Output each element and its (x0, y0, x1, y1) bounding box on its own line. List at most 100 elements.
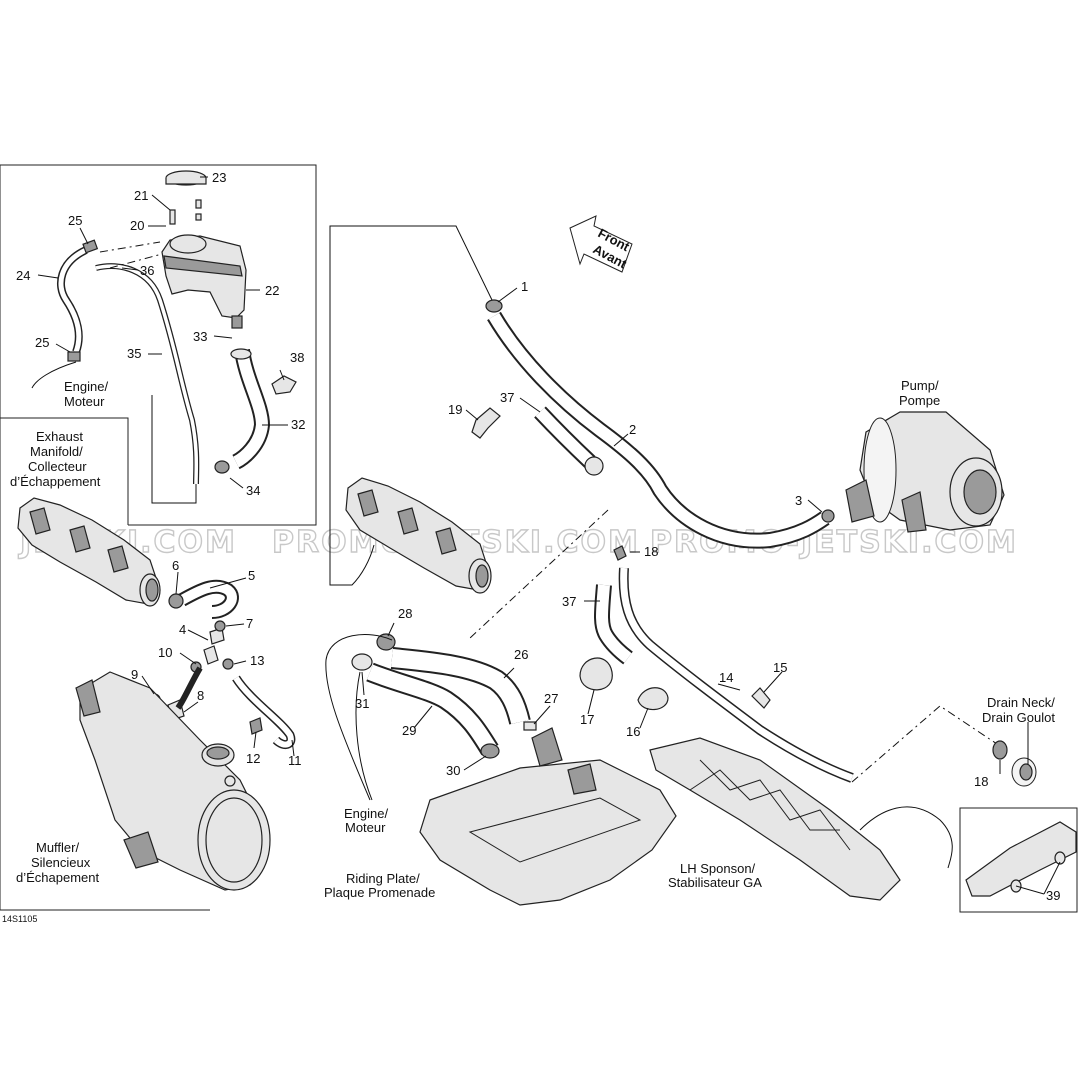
callout-3: 3 (795, 493, 802, 508)
clip-15 (751, 687, 771, 709)
callout-30: 30 (446, 763, 460, 778)
label-exhaust-manifold-4: d’Échappement (10, 474, 101, 489)
label-muffler-1: Muffler/ (36, 840, 79, 855)
callout-5: 5 (248, 568, 255, 583)
hoses-26-29 (351, 633, 537, 759)
fitting-18-upper (613, 545, 627, 561)
callout-39: 39 (1046, 888, 1060, 903)
callout-20: 20 (130, 218, 144, 233)
callout-11: 11 (288, 753, 302, 768)
label-engine-main-fr: Moteur (345, 820, 386, 835)
label-riding-plate-fr: Plaque Promenade (324, 885, 435, 900)
label-exhaust-manifold-3: Collecteur (28, 459, 87, 474)
callout-36: 36 (140, 263, 154, 278)
bracket-19 (471, 407, 501, 439)
callout-32: 32 (291, 417, 305, 432)
callout-22: 22 (265, 283, 279, 298)
exhaust-manifold-center (345, 477, 492, 594)
label-lh-sponson-en: LH Sponson/ (680, 861, 756, 876)
label-engine-inset-fr: Moteur (64, 394, 105, 409)
callout-29: 29 (402, 723, 416, 738)
label-muffler-3: d’Échapement (16, 870, 99, 885)
fitting-27 (523, 721, 537, 731)
callout-37-lower: 37 (562, 594, 576, 609)
clamp-3 (821, 509, 835, 523)
callout-7: 7 (246, 616, 253, 631)
callout-25-lower: 25 (35, 335, 49, 350)
callout-25-upper: 25 (68, 213, 82, 228)
callout-4: 4 (179, 622, 186, 637)
callout-35: 35 (127, 346, 141, 361)
sponson-detail-inset (959, 807, 1078, 913)
callout-1: 1 (521, 279, 528, 294)
clamp-1 (485, 299, 503, 313)
callout-24: 24 (16, 268, 30, 283)
callout-6: 6 (172, 558, 179, 573)
clamp-31 (351, 653, 373, 671)
muffler (75, 671, 271, 891)
callout-23: 23 (212, 170, 226, 185)
drain-neck (992, 740, 1037, 787)
label-exhaust-manifold-2: Manifold/ (30, 444, 83, 459)
hose-24 (56, 239, 99, 362)
callout-28: 28 (398, 606, 412, 621)
callout-33: 33 (193, 329, 207, 344)
callout-2: 2 (629, 422, 636, 437)
label-exhaust-manifold-1: Exhaust (36, 429, 83, 444)
exhaust-manifold-left (17, 497, 161, 607)
callout-14: 14 (719, 670, 733, 685)
label-pump-en: Pump/ (901, 378, 939, 393)
jet-pump (845, 411, 1005, 533)
drawing-code: 14S1105 (2, 914, 37, 924)
label-lh-sponson-fr: Stabilisateur GA (668, 875, 762, 890)
hoses-5-11 (147, 579, 296, 750)
front-direction-arrow: Front Avant (569, 215, 633, 273)
component-labels: Engine/ Moteur Exhaust Manifold/ Collect… (2, 378, 1055, 924)
label-riding-plate-en: Riding Plate/ (346, 871, 420, 886)
riding-plate (419, 727, 677, 906)
callout-16: 16 (626, 724, 640, 739)
hose-2 (485, 299, 835, 549)
inset-frames (0, 164, 1078, 913)
callout-17: 17 (580, 712, 594, 727)
clamp-30 (480, 743, 500, 759)
callout-34: 34 (246, 483, 260, 498)
callout-18-lower: 18 (974, 774, 988, 789)
callout-12: 12 (246, 751, 260, 766)
callout-15: 15 (773, 660, 787, 675)
callout-31: 31 (355, 696, 369, 711)
tank-screw (169, 209, 176, 225)
hose-35 (95, 263, 200, 485)
gasket-16 (637, 687, 669, 711)
label-pump-fr: Pompe (899, 393, 940, 408)
callout-19: 19 (448, 402, 462, 417)
label-drain-neck-en: Drain Neck/ (987, 695, 1055, 710)
lh-sponson (649, 737, 953, 901)
clamp-34 (214, 460, 230, 474)
callout-26: 26 (514, 647, 528, 662)
label-engine-main-en: Engine/ (344, 806, 388, 821)
coolant-tank (161, 170, 247, 329)
callout-27: 27 (544, 691, 558, 706)
label-drain-neck-fr: Drain Goulot (982, 710, 1055, 725)
sponson-inset-detail (965, 821, 1077, 897)
hose-32 (214, 348, 297, 474)
callout-21: 21 (134, 188, 148, 203)
callout-18-upper: 18 (644, 544, 658, 559)
callout-10: 10 (158, 645, 172, 660)
callout-9: 9 (131, 667, 138, 682)
gasket-17 (579, 657, 613, 691)
callout-38: 38 (290, 350, 304, 365)
callout-13: 13 (250, 653, 264, 668)
clamp-6 (168, 593, 184, 609)
leader-lines (37, 176, 1061, 895)
hose-37-upper (471, 406, 604, 476)
callout-37-upper: 37 (500, 390, 514, 405)
callout-8: 8 (197, 688, 204, 703)
callout-numbers: 1 2 3 4 5 6 7 8 9 10 11 12 13 14 15 16 1… (16, 170, 1060, 903)
clamp-28 (376, 633, 396, 651)
clamp-33 (230, 348, 252, 360)
hoses-37-14 (579, 545, 854, 783)
label-engine-inset-en: Engine/ (64, 379, 108, 394)
